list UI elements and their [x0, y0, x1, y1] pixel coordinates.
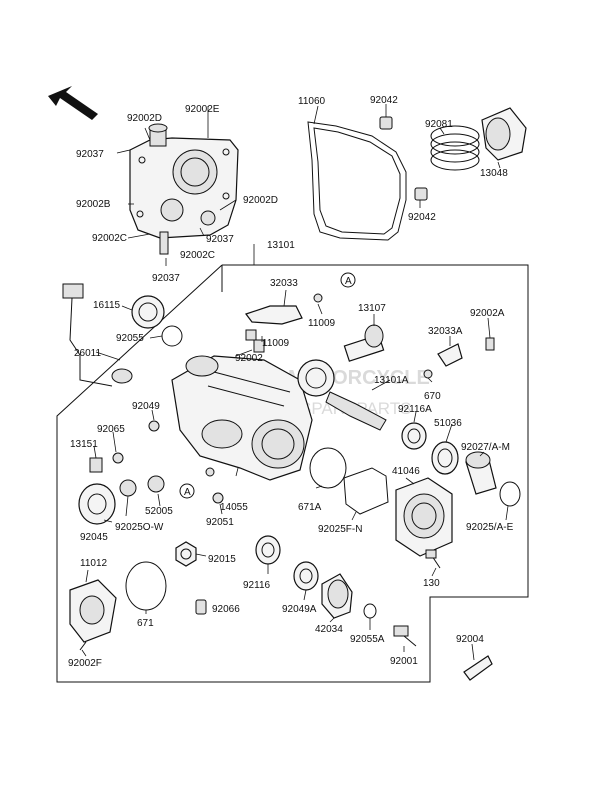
spring-part: [430, 125, 480, 171]
bearing-92045: [78, 483, 116, 525]
label-670: 670: [424, 391, 441, 402]
bracket-32033A: [437, 343, 463, 367]
label-11060: 11060: [298, 96, 326, 107]
label-92049A: 92049A: [282, 604, 317, 615]
o-ring-92055A: [363, 603, 377, 619]
label-51036: 51036: [434, 418, 462, 429]
label-92002C-left: 92002C: [92, 233, 127, 244]
o-ring-92055: [161, 325, 183, 347]
shim-92027: [465, 451, 497, 495]
nut-92015: [175, 541, 197, 567]
bearing-92049A: [293, 561, 319, 591]
label-92081: 92081: [425, 119, 453, 130]
sensor-part: [131, 295, 165, 329]
assembly-frame: [56, 264, 529, 683]
label-13101: 13101: [267, 240, 295, 251]
label-92027: 92027/A-M: [461, 442, 510, 453]
label-92025O-W: 92025O-W: [115, 522, 164, 533]
bearing-92116A: [401, 422, 427, 450]
dowel-pins: [379, 116, 428, 201]
bolt-130: [425, 549, 441, 569]
label-32033A: 32033A: [428, 326, 463, 337]
label-92055: 92055: [116, 333, 144, 344]
label-92116A: 92116A: [398, 404, 432, 415]
svg-text:A: A: [345, 276, 352, 287]
gasket-92025FN: [343, 467, 389, 515]
leader-lines: [81, 104, 509, 661]
circlip-92025AE: [499, 481, 521, 507]
label-92065: 92065: [97, 424, 125, 435]
label-92002F: 92002F: [68, 658, 102, 669]
gear-13101A: [297, 359, 387, 431]
label-92015: 92015: [208, 554, 236, 565]
label-26011: 26011: [74, 348, 102, 359]
label-92055A: 92055A: [350, 634, 385, 645]
label-92025F-N: 92025F-N: [318, 524, 362, 535]
callout-a-upper: A: [340, 272, 356, 288]
label-92037-bottom: 92037: [152, 273, 180, 284]
svg-text:A: A: [184, 487, 191, 498]
label-92002E: 92002E: [185, 104, 220, 115]
part-labels: 11060 92042 92081 13048 92042 92002D 920…: [68, 95, 514, 669]
label-92002B: 92002B: [76, 199, 111, 210]
bearing-92116: [255, 535, 281, 565]
label-14055: 14055: [220, 502, 248, 513]
label-92002D-right: 92002D: [243, 195, 278, 206]
front-direction-arrow-icon: [48, 86, 98, 120]
label-11012: 11012: [80, 558, 108, 569]
label-92002A: 92002A: [470, 308, 505, 319]
label-92001: 92001: [390, 656, 418, 667]
label-130: 130: [423, 578, 440, 589]
gear-42034: [321, 573, 353, 619]
top-cover-part: [129, 123, 239, 255]
label-92002C-bottom: 92002C: [180, 250, 215, 261]
gasket-part: [307, 121, 407, 241]
housing-41046: [395, 477, 453, 557]
label-92025A-E: 92025/A-E: [466, 522, 514, 533]
label-92049: 92049: [132, 401, 160, 412]
label-52005: 52005: [145, 506, 173, 517]
shaft-13107: [343, 324, 385, 362]
label-32033: 32033: [270, 278, 298, 289]
label-92037-top: 92037: [76, 149, 104, 160]
label-13107: 13107: [358, 303, 386, 314]
label-92116: 92116: [243, 580, 271, 591]
bolt-92001: [393, 625, 417, 647]
label-92002: 92002: [235, 353, 263, 364]
o-ring-671A: [309, 447, 347, 489]
label-11009-b: 11009: [262, 338, 290, 349]
label-92004: 92004: [456, 634, 484, 645]
label-92002D-top: 92002D: [127, 113, 162, 124]
label-13101A: 13101A: [374, 375, 409, 386]
label-13151: 13151: [70, 439, 98, 450]
o-ring-671: [125, 561, 167, 611]
label-16115: 16115: [93, 300, 121, 311]
label-92042-top: 92042: [370, 95, 398, 106]
label-11009-a: 11009: [308, 318, 336, 329]
label-92051: 92051: [206, 517, 234, 528]
label-92042-bottom: 92042: [408, 212, 436, 223]
bracket-32033: [245, 305, 303, 325]
stud-92004: [463, 655, 493, 681]
label-13048: 13048: [480, 168, 508, 179]
gear-case-part: [171, 355, 313, 481]
collar-92066: [195, 599, 207, 615]
label-92045: 92045: [80, 532, 108, 543]
callout-a-lower: A: [179, 483, 195, 499]
label-671A: 671A: [298, 502, 322, 513]
label-42034: 42034: [315, 624, 343, 635]
damper-cam-part: [481, 107, 527, 161]
label-41046: 41046: [392, 466, 420, 477]
label-671: 671: [137, 618, 154, 629]
label-92066: 92066: [212, 604, 240, 615]
seal-51036: [431, 441, 459, 475]
wire-harness-part: [62, 283, 133, 387]
cover-11012: [69, 579, 117, 651]
label-92037-mid: 92037: [206, 234, 234, 245]
